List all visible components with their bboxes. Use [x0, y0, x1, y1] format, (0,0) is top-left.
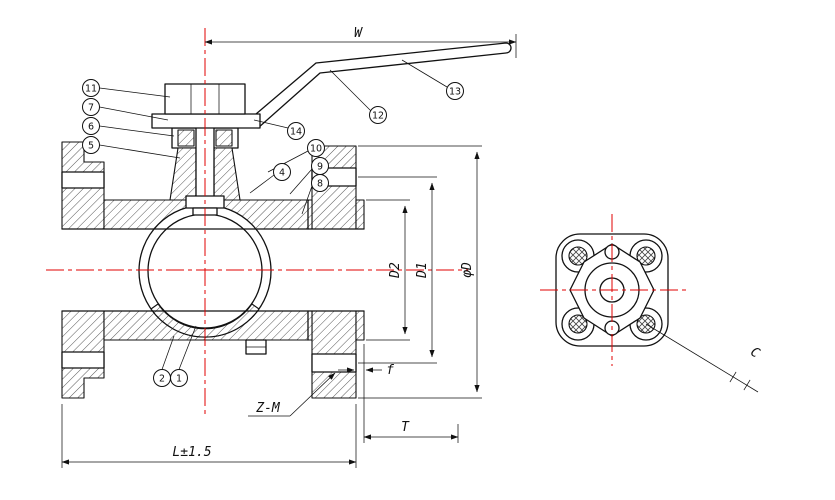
balloon-11: 11 [82, 79, 171, 98]
dimension-L: L±1.5 [61, 404, 357, 468]
balloon-1: 1 [170, 325, 197, 387]
dimensions: W D2 D1 φD f [61, 26, 517, 468]
dim-label-phi-d: φD [460, 262, 475, 278]
balloon-14: 14 [253, 119, 305, 140]
balloon-12-number: 12 [372, 111, 384, 122]
bolt-hole [636, 246, 656, 266]
dimension-C: C [645, 323, 763, 393]
dim-label-f: f [386, 363, 394, 378]
dim-label-t: T [401, 420, 410, 435]
left-flange-bolt-hole [61, 171, 105, 189]
handle-lever [255, 42, 512, 129]
handle-washer-plate [151, 113, 261, 129]
balloon-8-number: 8 [317, 179, 323, 190]
dim-label-c: C [748, 345, 763, 362]
balloon-13-number: 13 [449, 87, 461, 98]
dim-label-z-m: Z-M [255, 401, 281, 416]
bonnet-neck [213, 147, 241, 201]
bolt-hole [568, 314, 588, 334]
balloon-4: 4 [249, 163, 291, 194]
balloon-6: 6 [82, 117, 175, 137]
bolt-hole [568, 246, 588, 266]
dimension-D1: D1 [358, 176, 437, 364]
dim-label-d2: D2 [388, 262, 403, 279]
front-section-view [46, 28, 512, 418]
balloon-1-number: 1 [176, 374, 182, 385]
balloon-4-number: 4 [279, 168, 285, 179]
balloon-8: 8 [301, 174, 329, 215]
dimension-W: W [204, 26, 517, 58]
bonnet-neck [169, 147, 197, 201]
balloon-callouts: 11 7 6 5 14 12 13 [82, 59, 464, 387]
balloon-6-number: 6 [88, 122, 94, 133]
packing [177, 129, 195, 147]
left-flange-bolt-hole [61, 351, 105, 369]
raised-face [355, 310, 365, 341]
dim-label-l: L±1.5 [172, 445, 211, 460]
dimension-D2: D2 [366, 199, 410, 341]
balloon-11-number: 11 [85, 84, 97, 95]
dimension-T: T [363, 420, 459, 443]
raised-face [355, 199, 365, 230]
side-end-view: C [540, 214, 763, 393]
balloon-9: 9 [289, 157, 329, 195]
balloon-5-number: 5 [88, 141, 94, 152]
dimension-ZM: Z-M [248, 372, 336, 417]
balloon-12: 12 [329, 69, 387, 124]
right-flange [311, 145, 365, 399]
balloon-10-number: 10 [310, 144, 322, 155]
packing [215, 129, 233, 147]
dim-label-d1: D1 [415, 262, 430, 279]
dimension-f: f [338, 344, 394, 443]
balloon-7: 7 [82, 98, 169, 121]
balloon-7-number: 7 [88, 103, 94, 114]
balloon-5: 5 [82, 136, 181, 159]
balloon-9-number: 9 [317, 162, 323, 173]
dim-label-w: W [354, 26, 363, 41]
centerlines [46, 28, 468, 418]
right-flange-bolt-hole [311, 353, 357, 373]
dimension-phiD: φD [358, 145, 482, 399]
balloon-14-number: 14 [290, 127, 302, 138]
balloon-2-number: 2 [159, 374, 165, 385]
balloon-13: 13 [401, 59, 464, 100]
